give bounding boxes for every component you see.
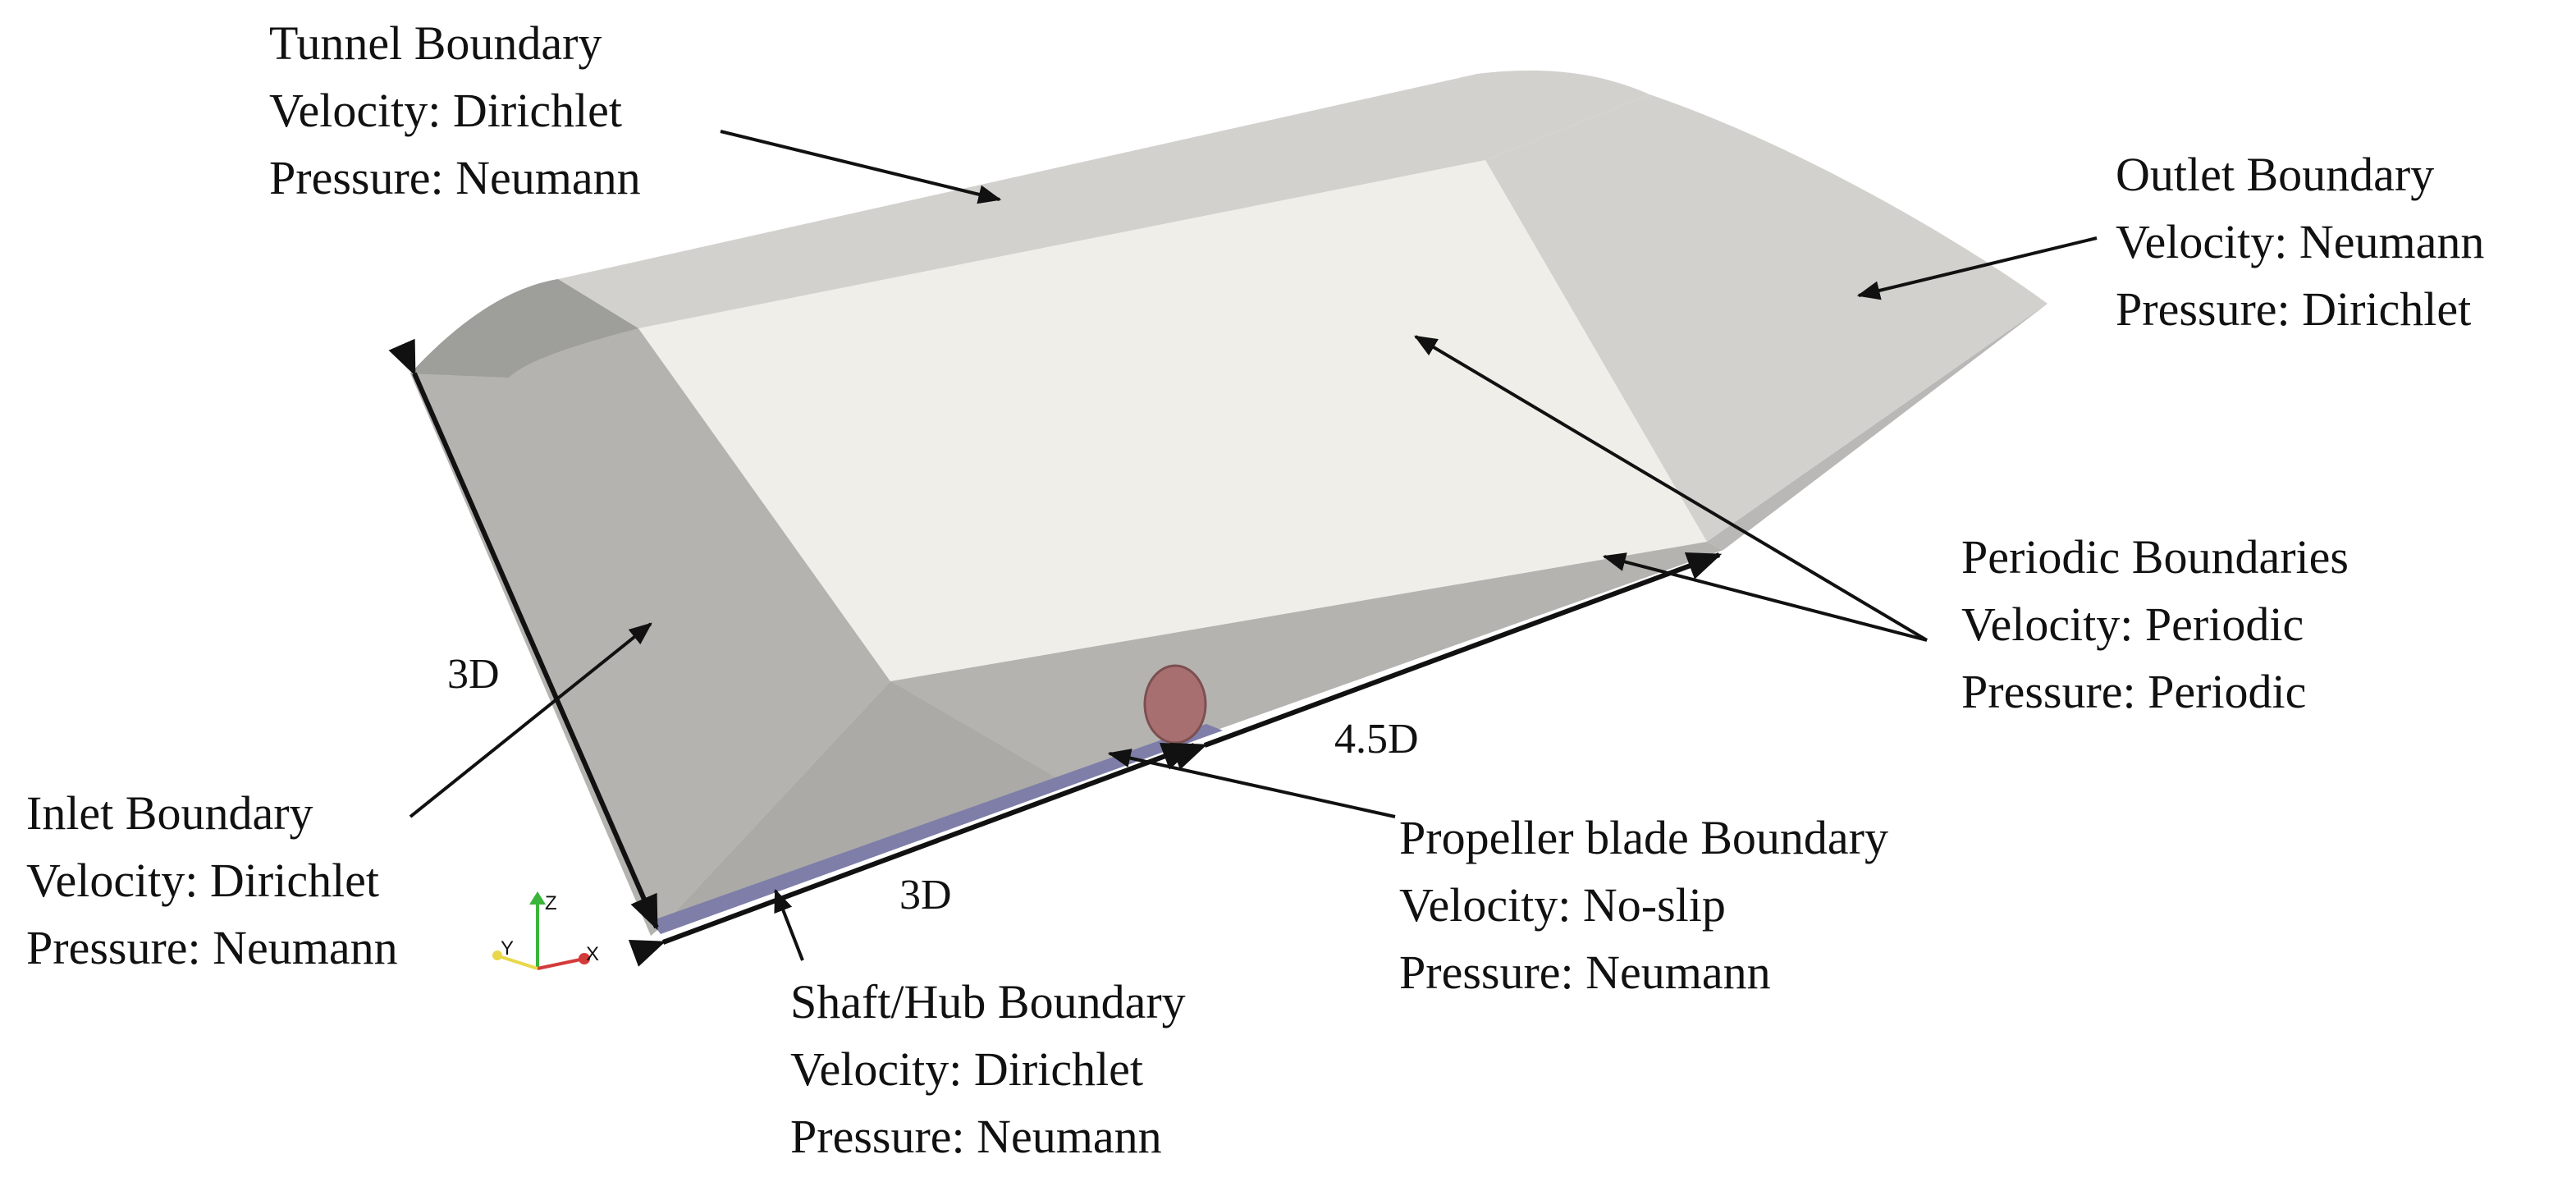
- top-flat-face: [638, 160, 1707, 681]
- height-dimension-line: [388, 338, 659, 931]
- propeller-velocity: Velocity: No-slip: [1399, 878, 1726, 932]
- tunnel-geometry: [410, 70, 2048, 936]
- downstream-dimension-line: [1169, 552, 1723, 770]
- axis-z-label: Z: [545, 892, 557, 914]
- axis-x-label: X: [586, 943, 599, 965]
- outlet-title: Outlet Boundary: [2116, 148, 2434, 201]
- periodic-pressure: Pressure: Periodic: [1961, 665, 2306, 718]
- inlet-velocity: Velocity: Dirichlet: [26, 854, 379, 907]
- shaft-pressure: Pressure: Neumann: [790, 1110, 1162, 1163]
- inlet-title: Inlet Boundary: [26, 786, 313, 840]
- axis-z-head: [529, 891, 546, 905]
- tunnel-velocity: Velocity: Dirichlet: [269, 84, 622, 137]
- tunnel-title: Tunnel Boundary: [269, 16, 602, 70]
- shaft-boundary-label: Shaft/Hub Boundary Velocity: Dirichlet P…: [790, 975, 1186, 1163]
- propeller-arrow: [1107, 749, 1396, 818]
- leader-arrows: [409, 130, 2098, 961]
- shaft-arrow: [774, 888, 804, 961]
- axis-x-line: [537, 957, 585, 970]
- outlet-boundary-label: Outlet Boundary Velocity: Neumann Pressu…: [2116, 148, 2484, 336]
- shaft-title: Shaft/Hub Boundary: [790, 975, 1186, 1028]
- periodic-velocity: Velocity: Periodic: [1961, 598, 2304, 651]
- upstream-dimension-line: [628, 742, 1197, 967]
- outlet-arrow: [1856, 236, 2098, 300]
- tunnel-boundary-label: Tunnel Boundary Velocity: Dirichlet Pres…: [269, 16, 641, 204]
- shaft-velocity: Velocity: Dirichlet: [790, 1042, 1143, 1096]
- periodic-arrow-bottom: [1602, 552, 1928, 642]
- propeller-pressure: Pressure: Neumann: [1399, 946, 1771, 999]
- propeller-blade: [1143, 664, 1207, 744]
- outlet-face: [1485, 94, 2048, 542]
- dimension-lines: 3D 3D 4.5D: [388, 338, 1723, 967]
- axis-y-label: Y: [501, 937, 514, 960]
- inlet-pressure: Pressure: Neumann: [26, 921, 398, 974]
- tunnel-arrow: [720, 130, 1002, 204]
- propeller-boundary-label: Propeller blade Boundary Velocity: No-sl…: [1399, 811, 1888, 999]
- inlet-arrow: [409, 622, 652, 818]
- tunnel-pressure: Pressure: Neumann: [269, 151, 641, 204]
- periodic-title: Periodic Boundaries: [1961, 530, 2349, 584]
- periodic-arrow-top: [1413, 335, 1929, 642]
- axis-triad: Z Y X: [492, 891, 599, 970]
- downstream-dimension-label: 4.5D: [1334, 716, 1419, 763]
- outlet-pressure: Pressure: Dirichlet: [2116, 282, 2471, 336]
- outlet-velocity: Velocity: Neumann: [2116, 215, 2484, 268]
- axis-x-head: [579, 953, 590, 964]
- height-dimension-label: 3D: [447, 651, 500, 698]
- axis-y-line: [498, 955, 538, 970]
- outlet-lower-face: [1707, 304, 2048, 550]
- inlet-boundary-label: Inlet Boundary Velocity: Dirichlet Press…: [26, 786, 398, 974]
- tunnel-curved-surface: [558, 70, 1649, 328]
- upstream-dimension-label: 3D: [899, 872, 952, 918]
- periodic-boundary-label: Periodic Boundaries Velocity: Periodic P…: [1961, 530, 2349, 718]
- axis-y-head: [492, 951, 502, 960]
- propeller-title: Propeller blade Boundary: [1399, 811, 1888, 864]
